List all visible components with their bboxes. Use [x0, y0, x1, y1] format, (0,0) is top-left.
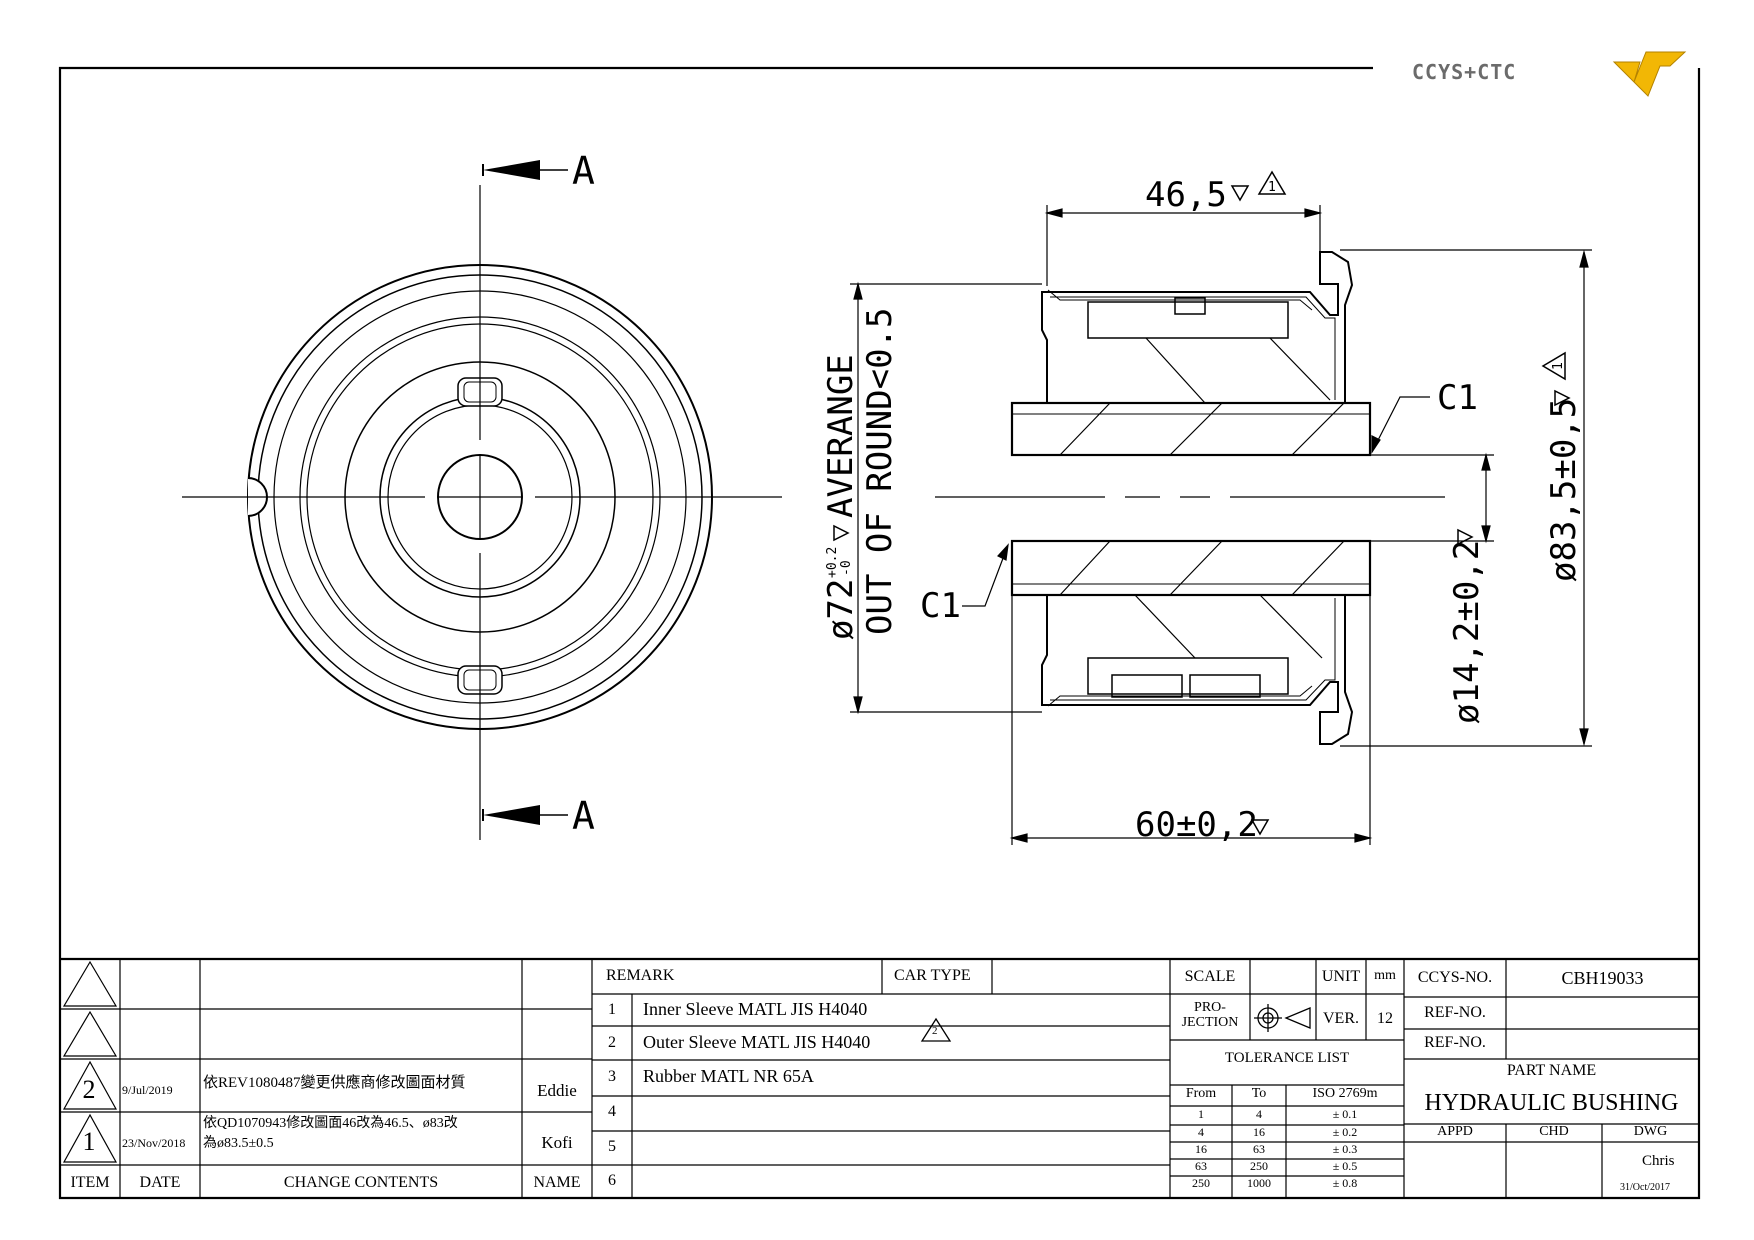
ccys-no-label: CCYS-NO. — [1417, 969, 1493, 986]
section-label: A — [572, 794, 595, 838]
remark-no: 4 — [608, 1103, 616, 1120]
tolerance-title: TOLERANCE LIST — [1224, 1050, 1350, 1066]
front-view — [182, 185, 782, 840]
appd-label: APPD — [1437, 1124, 1473, 1139]
section-marker-top: A — [482, 149, 595, 193]
remark-text: Inner Sleeve MATL JIS H4040 — [643, 999, 868, 1019]
dim-total-length: 60±0,2 — [1135, 805, 1258, 845]
part-name-label: PART NAME — [1506, 1062, 1597, 1079]
dim-inner-diameter: ø14,2±0,2 — [1447, 540, 1487, 724]
tol-cell: 4 — [1198, 1125, 1204, 1139]
chamfer-label-bottom: C1 — [920, 586, 961, 626]
ver-value: 12 — [1377, 1010, 1393, 1027]
rev-content: 依REV1080487變更供應商修改圖面材質 — [203, 1075, 466, 1091]
logo-text: CCYS+CTC — [1412, 60, 1516, 84]
rev-name: Kofi — [541, 1133, 573, 1152]
rev-item-number: 1 — [82, 1127, 96, 1156]
ref-no-label: REF-NO. — [1424, 1004, 1486, 1021]
tol-cell: 250 — [1192, 1176, 1210, 1190]
remark-no: 6 — [608, 1172, 616, 1189]
tol-cell: 250 — [1250, 1159, 1268, 1173]
unit-label: UNIT — [1321, 968, 1361, 985]
remark-text: Outer Sleeve MATL JIS H4040 — [643, 1032, 871, 1052]
flange-note-2: OUT OF ROUND<0.5 — [860, 307, 900, 635]
drawing-frame — [58, 66, 1701, 1200]
part-name-value: HYDRAULIC BUSHING — [1424, 1090, 1679, 1116]
remark-no: 1 — [608, 1001, 616, 1018]
section-marker-bottom: A — [482, 794, 595, 838]
dwg-label: DWG — [1633, 1124, 1668, 1139]
remark-text: Rubber MATL NR 65A — [643, 1066, 814, 1086]
tol-cell: 1000 — [1247, 1176, 1271, 1190]
remark-no: 3 — [608, 1068, 616, 1085]
tol-cell: ± 0.3 — [1332, 1142, 1358, 1156]
tol-cell: 16 — [1253, 1125, 1265, 1139]
tol-cell: ± 0.2 — [1332, 1125, 1358, 1139]
header-date: DATE — [139, 1174, 181, 1191]
title-block: 2 9/Jul/2019 依REV1080487變更供應商修改圖面材質 Eddi… — [60, 959, 1699, 1198]
projection-label-2: JECTION — [1181, 1015, 1239, 1030]
tol-header-from: From — [1185, 1086, 1217, 1101]
unit-value: mm — [1374, 968, 1396, 983]
scale-label: SCALE — [1184, 968, 1236, 985]
rev-mark-1b: 1 — [1551, 362, 1566, 370]
tol-header-iso: ISO 2769m — [1312, 1086, 1378, 1101]
tol-cell: 63 — [1253, 1142, 1265, 1156]
rev-content: 依QD1070943修改圖面46改為46.5、ø83改 — [203, 1116, 458, 1131]
company-logo: CCYS+CTC — [1412, 51, 1687, 97]
header-item: ITEM — [70, 1174, 110, 1191]
dimension-lines — [850, 205, 1592, 845]
remark-rev-mark: 2 — [932, 1025, 938, 1037]
title-block-grid — [60, 957, 1699, 1198]
rev-mark-1: 1 — [1268, 180, 1276, 195]
tol-cell: ± 0.1 — [1332, 1107, 1358, 1121]
dim-flange-diameter: ø72 — [821, 579, 861, 640]
header-change-contents: CHANGE CONTENTS — [283, 1174, 439, 1191]
tol-upper: +0.2 — [825, 547, 840, 578]
ccys-no-value: CBH19033 — [1561, 968, 1644, 988]
header-name: NAME — [533, 1174, 581, 1191]
dim-outer-diameter: ø83,5±0,5 — [1544, 398, 1584, 582]
tol-cell: ± 0.8 — [1332, 1176, 1358, 1190]
dwg-date: 31/Oct/2017 — [1620, 1182, 1670, 1193]
projection-label: PRO- — [1194, 1000, 1226, 1015]
tol-header-to: To — [1251, 1086, 1267, 1101]
ver-label: VER. — [1323, 1010, 1359, 1027]
remark-header: REMARK — [606, 967, 675, 984]
chd-label: CHD — [1539, 1124, 1569, 1139]
dimension-texts: 46,5 1 60±0,2 C1 C1 ø83,5±0,5 1 ø14,2±0,… — [821, 170, 1584, 845]
tol-cell: 4 — [1256, 1107, 1262, 1121]
logo-mark — [1612, 51, 1687, 97]
dim-width-top: 46,5 — [1145, 175, 1227, 215]
rev-item-number: 2 — [82, 1075, 96, 1104]
flange-note-1: AVERANGE — [821, 354, 861, 518]
rev-date: 9/Jul/2019 — [122, 1083, 173, 1097]
tol-cell: ± 0.5 — [1332, 1159, 1358, 1173]
rev-date: 23/Nov/2018 — [122, 1136, 186, 1150]
dwg-name: Chris — [1642, 1153, 1675, 1169]
rev-name: Eddie — [537, 1081, 577, 1100]
section-view — [935, 251, 1445, 745]
tol-lower: -0 — [839, 560, 854, 576]
tol-cell: 16 — [1195, 1142, 1207, 1156]
ref-no-label-2: REF-NO. — [1424, 1034, 1486, 1051]
tol-cell: 1 — [1198, 1107, 1204, 1121]
section-label: A — [572, 149, 595, 193]
remark-no: 5 — [608, 1138, 616, 1155]
rev-content-cont: 為ø83.5±0.5 — [203, 1136, 274, 1151]
tol-cell: 63 — [1195, 1159, 1207, 1173]
chamfer-label-top: C1 — [1437, 378, 1478, 418]
remark-no: 2 — [608, 1034, 616, 1051]
car-type-label: CAR TYPE — [894, 967, 971, 984]
